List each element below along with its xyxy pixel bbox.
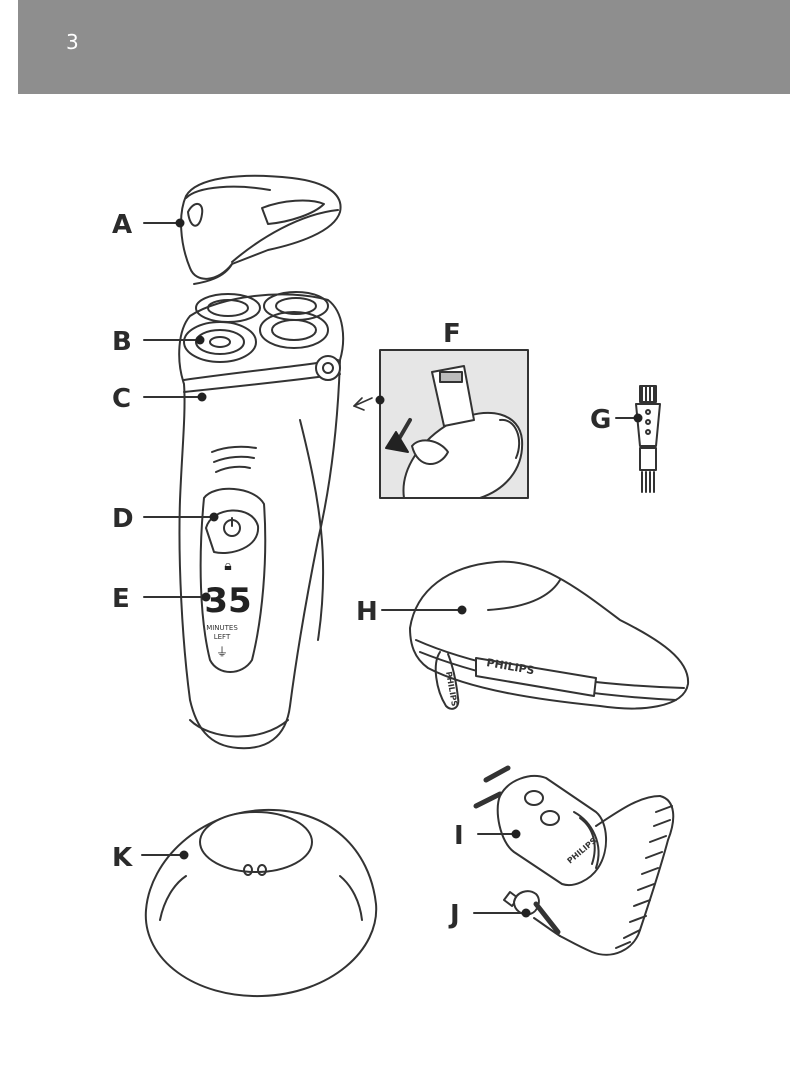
label-i: I bbox=[454, 821, 464, 851]
callout-dot-j bbox=[521, 908, 531, 918]
label-c: C bbox=[112, 384, 131, 414]
inset-f-drawing bbox=[353, 349, 529, 499]
callout-dot-c bbox=[197, 392, 207, 402]
page-header-bar: 3 bbox=[18, 0, 790, 94]
callout-dot-b bbox=[195, 335, 205, 345]
label-g: G bbox=[590, 405, 611, 435]
lock-icon: 🔒︎ bbox=[224, 558, 231, 574]
shaver-body-drawing bbox=[178, 291, 345, 750]
cleaning-brush-drawing bbox=[635, 385, 661, 493]
callout-dot-d bbox=[209, 512, 219, 522]
callout-dot-g bbox=[633, 413, 643, 423]
label-j: J bbox=[448, 900, 460, 930]
label-a: A bbox=[112, 210, 132, 240]
callout-dot-e bbox=[201, 592, 211, 602]
label-b: B bbox=[112, 327, 132, 357]
display-left: LEFT bbox=[214, 633, 231, 641]
adapter-drawing bbox=[473, 765, 675, 956]
display-digits: 35 bbox=[204, 581, 251, 621]
page-number: 3 bbox=[66, 30, 79, 54]
callout-dot-i bbox=[511, 829, 521, 839]
protection-cap-drawing bbox=[180, 174, 342, 285]
callout-dot-h bbox=[457, 605, 467, 615]
label-h: H bbox=[356, 597, 378, 627]
label-e: E bbox=[112, 584, 130, 614]
label-d: D bbox=[112, 504, 134, 534]
display-minutes: MINUTES bbox=[206, 624, 238, 632]
label-f: F bbox=[443, 319, 461, 349]
label-k: K bbox=[112, 843, 133, 873]
callout-dot-a bbox=[175, 218, 185, 228]
charging-stand-drawing bbox=[144, 808, 378, 998]
callout-dot-k bbox=[179, 850, 189, 860]
plug-icon: ⏚ bbox=[216, 645, 228, 659]
pouch-drawing bbox=[409, 560, 690, 710]
